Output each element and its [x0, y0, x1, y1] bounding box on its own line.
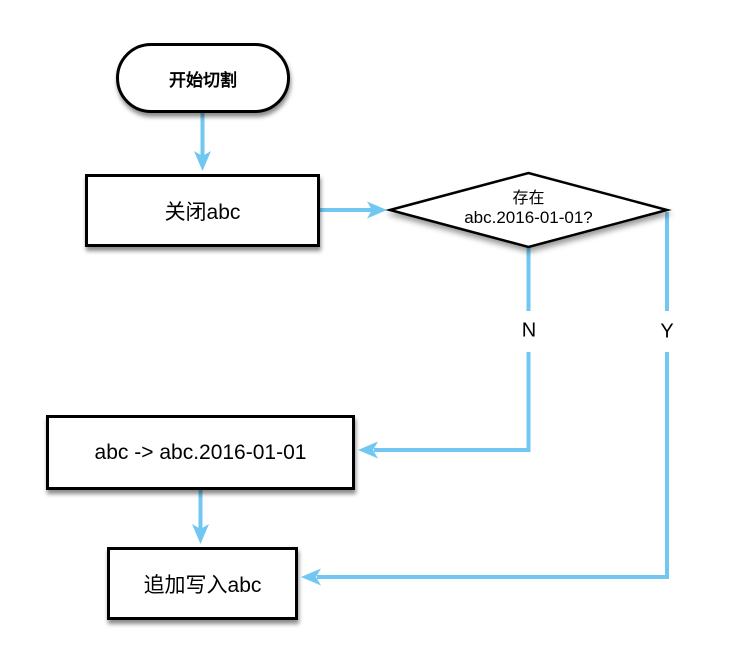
- edge-label-yes: Y: [658, 320, 676, 344]
- node-append-abc: 追加写入abc: [107, 547, 298, 620]
- arrowhead-left-append: [301, 568, 321, 586]
- node-rename-label: abc -> abc.2016-01-01: [94, 440, 307, 464]
- node-start: 开始切割: [116, 43, 290, 113]
- decision-line1: 存在: [512, 189, 545, 207]
- arrowhead-down-append: [192, 524, 209, 544]
- decision-line2: abc.2016-01-01?: [464, 208, 593, 228]
- edge-no-segment-lower: [374, 352, 531, 452]
- edge-yes-segment-lower: [317, 352, 669, 579]
- node-start-label: 开始切割: [169, 70, 237, 90]
- decision-diamond-shape: [385, 171, 672, 249]
- arrowhead-right-decision: [367, 201, 387, 219]
- node-decision-text: 存在 abc.2016-01-01?: [390, 188, 667, 230]
- node-append-label: 追加写入abc: [143, 573, 262, 597]
- node-rename-abc: abc -> abc.2016-01-01: [46, 415, 355, 490]
- arrowhead-down-close: [194, 151, 211, 171]
- node-close-abc: 关闭abc: [85, 174, 320, 247]
- node-close-label: 关闭abc: [164, 200, 241, 224]
- arrowhead-left-rename: [358, 441, 378, 459]
- edge-label-no: N: [519, 319, 539, 343]
